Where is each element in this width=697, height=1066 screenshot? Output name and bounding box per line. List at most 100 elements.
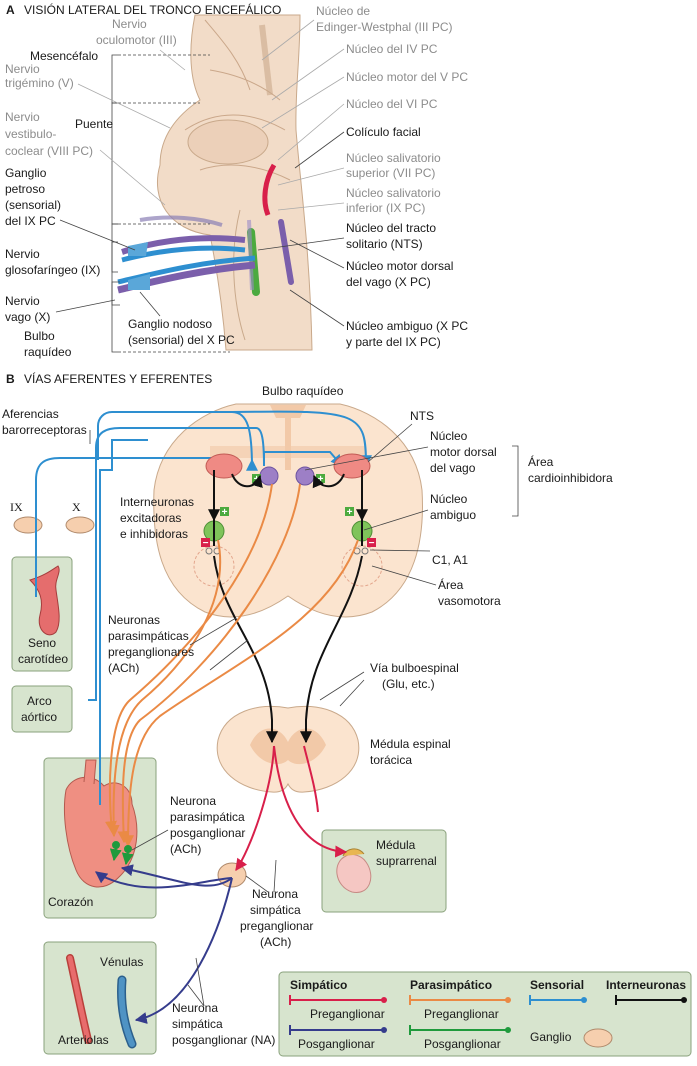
vasomotor-area-right bbox=[341, 545, 383, 587]
legend-parasimpatico: Parasimpático bbox=[410, 978, 492, 992]
label-simp-pos-2: simpática bbox=[172, 1017, 223, 1031]
label-trigemino-2: trigémino (V) bbox=[5, 76, 74, 90]
legend-simpatico: Simpático bbox=[290, 978, 347, 992]
label-oculomotor-2: oculomotor (III) bbox=[96, 33, 177, 47]
minus-badge: − bbox=[369, 538, 375, 549]
aortic-arch-box bbox=[11, 685, 73, 733]
label-vago-2: vago (X) bbox=[5, 310, 50, 324]
vasomotor-area-left bbox=[193, 545, 235, 587]
label-para-pos-4: (ACh) bbox=[170, 842, 201, 856]
label-vestibulo-2: vestibulo- bbox=[5, 127, 56, 141]
label-arteriolas: Arteriolas bbox=[58, 1033, 109, 1047]
x-ganglion bbox=[65, 516, 95, 534]
plus-badge: + bbox=[222, 507, 228, 518]
label-dorsal-2: motor dorsal bbox=[430, 445, 497, 459]
label-petroso-2: petroso bbox=[5, 182, 45, 196]
label-ambiguo-1: Núcleo bbox=[430, 492, 468, 506]
label-x: X bbox=[72, 500, 81, 514]
label-seno-2: carotídeo bbox=[18, 652, 68, 666]
label-ambiguo-1: Núcleo ambiguo (X PC bbox=[346, 319, 468, 333]
dorsal-vagal-left bbox=[259, 466, 279, 486]
legend-simp-pos: Posganglionar bbox=[298, 1037, 375, 1051]
label-area-cardio-1: Área bbox=[528, 454, 554, 469]
label-simp-pre-4: (ACh) bbox=[260, 935, 291, 949]
label-para-pos-2: parasimpática bbox=[170, 810, 245, 824]
label-salsup-1: Núcleo salivatorio bbox=[346, 151, 441, 165]
label-iv: Núcleo del IV PC bbox=[346, 42, 438, 56]
label-nts: NTS bbox=[410, 409, 434, 423]
label-dorsal-3: del vago bbox=[430, 461, 476, 475]
label-para-pre-4: (ACh) bbox=[108, 661, 139, 675]
label-nodoso-1: Ganglio nodoso bbox=[128, 317, 212, 331]
label-via-2: (Glu, etc.) bbox=[382, 677, 435, 691]
panel-b-title: VÍAS AFERENTES Y EFERENTES bbox=[24, 371, 212, 386]
label-simp-pos-3: posganglionar (NA) bbox=[172, 1033, 275, 1047]
label-area-cardio-2: cardioinhibidora bbox=[528, 471, 613, 485]
label-nts-1: Núcleo del tracto bbox=[346, 221, 436, 235]
salivatory-nucleus bbox=[262, 163, 277, 216]
label-dorsal-1: Núcleo motor dorsal bbox=[346, 259, 453, 273]
label-ix: IX bbox=[10, 500, 23, 514]
panel-b-letter: B bbox=[6, 372, 15, 386]
label-nts-2: solitario (NTS) bbox=[346, 237, 423, 251]
label-oculomotor-1: Nervio bbox=[112, 17, 147, 31]
label-bulbo-2: raquídeo bbox=[24, 345, 72, 359]
c1-neuron-left bbox=[205, 547, 213, 555]
dorsal-vagal-nucleus bbox=[278, 219, 294, 285]
label-vago-1: Nervio bbox=[5, 294, 40, 308]
ix-ganglion bbox=[13, 516, 43, 534]
label-puente: Puente bbox=[75, 117, 113, 131]
legend-sensorial: Sensorial bbox=[530, 978, 584, 992]
label-suprarrenal-2: suprarrenal bbox=[376, 854, 437, 868]
legend-interneuronas: Interneuronas bbox=[606, 978, 686, 992]
label-arco-1: Arco bbox=[27, 694, 52, 708]
nodose-ganglion bbox=[128, 274, 150, 290]
label-ambiguo-2: ambiguo bbox=[430, 508, 476, 522]
brainstem-illustration bbox=[117, 14, 313, 351]
sensory-afferents bbox=[35, 410, 372, 805]
interneurons bbox=[208, 470, 368, 744]
label-venulas: Vénulas bbox=[100, 955, 143, 969]
label-petroso-3: (sensorial) bbox=[5, 198, 61, 212]
label-vestibulo-3: coclear (VIII PC) bbox=[5, 144, 93, 158]
parasympathetic-preganglionic bbox=[105, 483, 359, 848]
label-aferencias-2: barorreceptoras bbox=[2, 423, 87, 437]
label-coliculo: Colículo facial bbox=[346, 125, 421, 139]
panel-a-title: VISIÓN LATERAL DEL TRONCO ENCEFÁLICO bbox=[24, 2, 281, 17]
label-medula-2: torácica bbox=[370, 753, 412, 767]
label-glosofaringeo-1: Nervio bbox=[5, 247, 40, 261]
adrenal-illustration bbox=[336, 853, 372, 893]
label-motorv: Núcleo motor del V PC bbox=[346, 70, 468, 84]
panel-a-letter: A bbox=[6, 3, 15, 17]
label-interneuronas-1: Interneuronas bbox=[120, 495, 194, 509]
label-petroso-1: Ganglio bbox=[5, 166, 47, 180]
label-bulbo-raquideo: Bulbo raquídeo bbox=[262, 384, 344, 398]
label-dorsal-1: Núcleo bbox=[430, 429, 468, 443]
nts-right bbox=[333, 453, 371, 479]
label-para-pre-1: Neuronas bbox=[108, 613, 160, 627]
label-mesencefalo: Mesencéfalo bbox=[30, 49, 98, 63]
label-aferencias-1: Aferencias bbox=[2, 407, 59, 421]
label-interneuronas-2: excitadoras bbox=[120, 511, 181, 525]
label-para-pos-3: posganglionar bbox=[170, 826, 245, 840]
label-edinger-2: Edinger-Westphal (III PC) bbox=[316, 20, 453, 34]
label-bulbo-1: Bulbo bbox=[24, 329, 55, 343]
legend-ganglio-icon bbox=[583, 1028, 613, 1048]
legend-ganglio: Ganglio bbox=[530, 1030, 572, 1044]
label-seno-1: Seno bbox=[28, 636, 56, 650]
label-suprarrenal-1: Médula bbox=[376, 838, 416, 852]
label-para-pos-1: Neurona bbox=[170, 794, 216, 808]
plus-badge: + bbox=[347, 507, 353, 518]
petrosal-ganglion bbox=[128, 242, 148, 256]
carotid-sinus-illustration bbox=[29, 565, 60, 636]
parasympathetic-postganglionic bbox=[109, 841, 134, 866]
label-vi: Núcleo del VI PC bbox=[346, 97, 438, 111]
label-glosofaringeo-2: glosofaríngeo (IX) bbox=[5, 263, 100, 277]
legend: Simpático Preganglionar Posganglionar Pa… bbox=[289, 978, 687, 1051]
label-via-1: Vía bulboespinal bbox=[370, 661, 459, 675]
label-arco-2: aórtico bbox=[21, 710, 57, 724]
label-vestibulo-1: Nervio bbox=[5, 110, 40, 124]
label-trigemino-1: Nervio bbox=[5, 62, 40, 76]
label-simp-pos-1: Neurona bbox=[172, 1001, 218, 1015]
